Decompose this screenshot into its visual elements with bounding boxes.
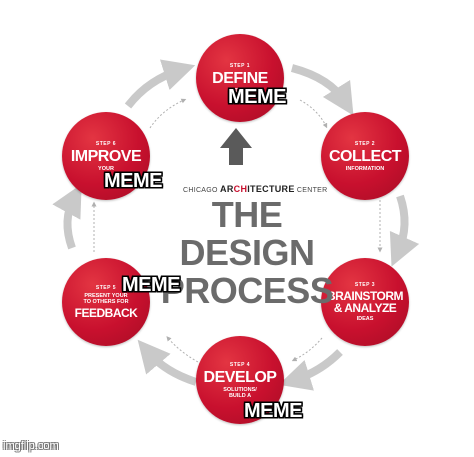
step-subtitle: PRESENT YOUR xyxy=(84,293,128,299)
step-title: IMPROVE xyxy=(70,147,142,165)
diagram-title: THE DESIGN PROCESS xyxy=(147,196,347,310)
step-5-feedback: STEP 5 PRESENT YOUR TO OTHERS FOR FEEDBA… xyxy=(62,258,150,346)
meme-label-1: MEME xyxy=(228,86,287,108)
meme-label-4: MEME xyxy=(244,400,303,422)
meme-label-3: MEME xyxy=(122,274,181,296)
arrow-step4-to-step5 xyxy=(137,339,198,386)
brand-name-a: AR xyxy=(220,184,234,194)
brand-logo: CHICAGO ARCHITECTURE CENTER xyxy=(183,184,328,194)
step-number: STEP 2 xyxy=(354,140,376,147)
watermark: imgflip.com xyxy=(3,440,59,452)
step-subtitle: IDEAS xyxy=(356,316,374,322)
arrow-step1-to-step2 xyxy=(290,64,354,116)
step-number: STEP 1 xyxy=(229,62,251,69)
step-title: COLLECT xyxy=(328,147,402,165)
step-title: DEVELOP xyxy=(203,368,277,386)
step-title: FEEDBACK xyxy=(74,306,138,320)
arrow-step3-to-step4 xyxy=(278,349,343,391)
title-line-2: PROCESS xyxy=(160,270,334,311)
step-title-line-2: & ANALYZE xyxy=(333,301,397,315)
step-subtitle: THE xyxy=(234,87,246,94)
brand-name-b: CH xyxy=(233,184,248,194)
step-4-develop: STEP 4 DEVELOP SOLUTIONS/ BUILD A xyxy=(196,336,284,424)
arrow-step5-to-step6 xyxy=(52,183,82,250)
brand-prefix: CHICAGO xyxy=(183,187,218,194)
dotted-arrow-c xyxy=(291,337,323,362)
step-subtitle: YOUR xyxy=(98,165,114,172)
step-subtitle-line-2: BUILD A xyxy=(228,392,252,399)
brand-suffix: CENTER xyxy=(296,187,328,194)
arrow-step2-to-step3 xyxy=(389,194,420,267)
step-6-improve: STEP 6 IMPROVE YOUR xyxy=(62,112,150,200)
center-up-arrow xyxy=(220,128,252,165)
dotted-arrow-f xyxy=(149,98,187,129)
step-subtitle: SOLUTIONS/ xyxy=(223,386,257,393)
dotted-arrow-a xyxy=(299,99,328,129)
brand-name-c: ITECTURE xyxy=(247,184,295,194)
meme-label-2: MEME xyxy=(104,170,163,192)
step-2-collect: STEP 2 COLLECT INFORMATION xyxy=(321,112,409,200)
title-line-1: THE DESIGN xyxy=(179,194,315,273)
dotted-arrow-d xyxy=(166,336,199,363)
step-1-define: STEP 1 DEFINE THE xyxy=(196,34,284,122)
step-number: STEP 4 xyxy=(229,361,251,368)
arrow-step6-to-step1 xyxy=(124,59,196,109)
step-number: STEP 5 xyxy=(95,285,117,291)
step-title: BRAINSTORM xyxy=(326,289,404,303)
step-title: DEFINE xyxy=(212,69,268,87)
step-3-brainstorm: STEP 3 BRAINSTORM & ANALYZE IDEAS xyxy=(321,258,409,346)
step-subtitle-line-2: TO OTHERS FOR xyxy=(83,299,129,305)
step-number: STEP 3 xyxy=(354,282,376,288)
step-subtitle: INFORMATION xyxy=(345,165,385,172)
step-number: STEP 6 xyxy=(95,140,117,147)
